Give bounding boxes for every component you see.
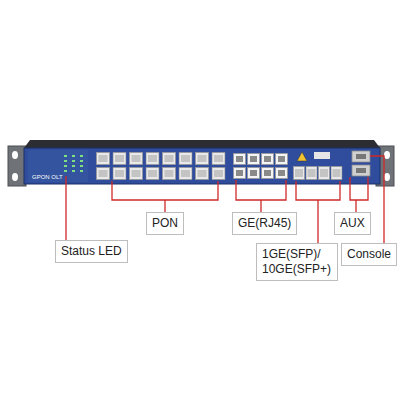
sfp-port <box>212 153 225 165</box>
warning-symbol <box>297 152 307 161</box>
chassis-top <box>24 140 380 148</box>
label-panel <box>28 150 88 182</box>
led <box>64 155 67 157</box>
sfp-port <box>146 153 159 165</box>
sfp-plus-ports <box>294 167 343 180</box>
status-leds <box>64 155 83 172</box>
sfp-plus-port <box>319 167 330 180</box>
rj45-ports <box>234 154 288 179</box>
sfp-port <box>97 168 110 180</box>
leader-lines <box>66 156 384 243</box>
ear-hole <box>384 173 390 181</box>
sfp-port <box>130 153 143 165</box>
rj45-port <box>276 168 288 179</box>
bracket-line <box>236 180 286 212</box>
sfp-port <box>113 168 126 180</box>
ear-hole <box>384 151 390 159</box>
rj45-port <box>276 154 288 165</box>
sfp-port <box>179 168 192 180</box>
sfp-port <box>196 168 209 180</box>
sfp-port <box>130 168 143 180</box>
led <box>80 160 83 162</box>
rj45-port <box>262 168 274 179</box>
bracket-line <box>112 181 218 212</box>
callout-text: Console <box>347 247 391 262</box>
sticker <box>314 152 330 159</box>
rack-ear <box>8 146 26 186</box>
sfp-plus-port <box>331 167 342 180</box>
rj45-port <box>234 154 246 165</box>
led <box>64 160 67 162</box>
sfp-port <box>97 153 110 165</box>
leader-line <box>65 176 66 240</box>
pon-ports <box>97 153 226 180</box>
callout-text: GE(RJ45) <box>238 216 291 231</box>
ear-hole <box>12 173 18 181</box>
device-label: GPON OLT <box>32 174 63 180</box>
front-panel <box>24 148 380 184</box>
indicator-label: Status LED <box>55 240 128 263</box>
callout-text: PON <box>152 216 178 231</box>
sfp-plus-port <box>306 167 317 180</box>
port-slot <box>356 154 366 159</box>
sfp-port <box>163 168 176 180</box>
led <box>72 160 75 162</box>
led <box>80 165 83 167</box>
callout-text: 1GE(SFP)/ 10GE(SFP+) <box>262 247 332 277</box>
sfp-plus-port <box>294 167 305 180</box>
rj45-port <box>262 154 274 165</box>
led <box>72 170 75 172</box>
sfp-port <box>113 153 126 165</box>
ear-hole <box>12 151 18 159</box>
bracket-line <box>350 177 368 212</box>
console-port <box>352 151 370 162</box>
port-group-label: GE(RJ45) <box>232 212 297 235</box>
port-group-label: Console <box>341 243 397 266</box>
led <box>72 155 75 157</box>
led <box>80 170 83 172</box>
rj45-port <box>248 154 260 165</box>
port-group-label: AUX <box>334 212 371 235</box>
sfp-port <box>163 153 176 165</box>
rj45-port <box>248 168 260 179</box>
led <box>64 170 67 172</box>
sfp-port <box>196 153 209 165</box>
callout-text: Status LED <box>61 244 122 259</box>
port-slot <box>356 168 366 173</box>
led <box>72 165 75 167</box>
rj45-port <box>234 168 246 179</box>
sfp-port <box>146 168 159 180</box>
aux-port <box>352 165 370 176</box>
led <box>80 155 83 157</box>
sfp-port <box>212 168 225 180</box>
sfp-port <box>179 153 192 165</box>
port-group-label: PON <box>146 212 184 235</box>
leader-line <box>370 156 384 243</box>
port-group-label: 1GE(SFP)/ 10GE(SFP+) <box>256 243 338 281</box>
callout-text: AUX <box>340 216 365 231</box>
led <box>64 165 67 167</box>
